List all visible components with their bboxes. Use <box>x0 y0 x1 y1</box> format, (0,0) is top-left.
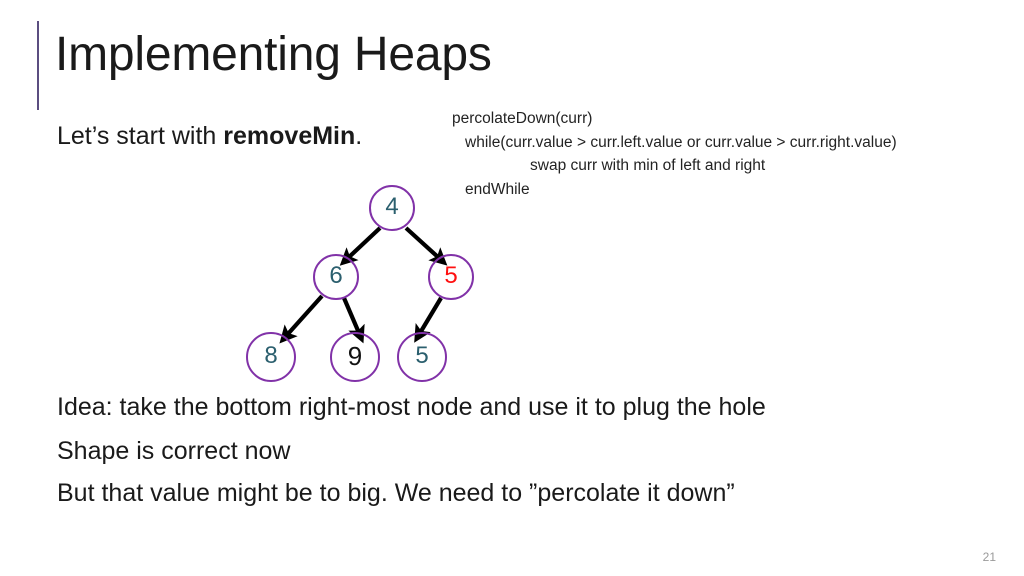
page-title: Implementing Heaps <box>55 28 492 81</box>
body-line-shape: Shape is correct now <box>57 437 291 465</box>
intro-prefix: Let’s start with <box>57 122 224 150</box>
tree-node-value-right-child: 5 <box>444 262 458 289</box>
tree-node-leaf-right: 5 <box>397 332 447 382</box>
edge-right-leaf <box>414 296 443 343</box>
pseudocode-line-2: swap curr with min of left and right <box>530 157 766 175</box>
intro-bold-term: removeMin <box>223 122 356 150</box>
intro-suffix: . <box>355 122 363 150</box>
tree-edges-layer <box>279 226 448 344</box>
edge-root-right <box>404 226 448 266</box>
tree-node-leaf-left: 8 <box>246 332 296 382</box>
title-accent-bar <box>37 21 39 110</box>
tree-node-right-child: 5 <box>428 254 474 300</box>
edge-left-leaf2 <box>342 297 365 344</box>
tree-node-value-leaf-mid: 9 <box>347 341 363 371</box>
tree-node-leaf-mid: 9 <box>330 332 380 382</box>
edge-left-leaf1 <box>279 294 324 344</box>
tree-node-value-leaf-right: 5 <box>415 342 429 369</box>
tree-node-value-root: 4 <box>385 193 399 220</box>
intro-line: Let’s start with removeMin. <box>57 122 362 151</box>
tree-node-value-leaf-left: 8 <box>264 342 278 369</box>
edge-root-left <box>339 226 382 266</box>
body-line-idea: Idea: take the bottom right-most node an… <box>57 393 766 421</box>
pseudocode-block: percolateDown(curr) while(curr.value > c… <box>452 107 897 201</box>
pseudocode-line-3: endWhile <box>465 180 530 198</box>
pseudocode-line-0: percolateDown(curr) <box>452 110 593 127</box>
tree-node-root: 4 <box>369 185 415 231</box>
slide-number: 21 <box>982 550 996 564</box>
body-line-value: But that value might be to big. We need … <box>57 479 735 507</box>
tree-node-value-left-child: 6 <box>329 262 343 289</box>
tree-node-left-child: 6 <box>313 254 359 300</box>
binary-tree-diagram: 4 6 5 8 9 5 <box>228 178 508 390</box>
pseudocode-line-1: while(curr.value > curr.left.value or cu… <box>465 133 897 151</box>
